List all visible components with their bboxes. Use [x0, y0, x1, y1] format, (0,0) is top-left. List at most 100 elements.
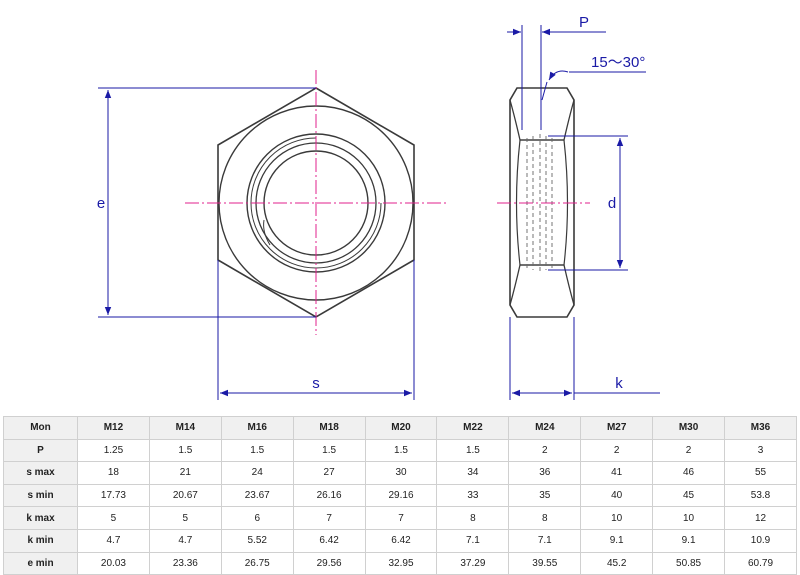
header-cell: M18 — [292, 416, 366, 440]
table-cell: 1.5 — [292, 438, 366, 463]
row-label-cell: k min — [3, 528, 78, 553]
table-cell: 20.67 — [148, 483, 222, 508]
table-cell: 40 — [580, 483, 654, 508]
side-outline — [509, 87, 575, 318]
d-label: d — [608, 195, 616, 212]
table-cell: 1.5 — [364, 438, 438, 463]
header-cell: M14 — [148, 416, 222, 440]
table-cell: 24 — [220, 461, 294, 485]
table-cell: 23.36 — [148, 551, 222, 575]
s-dimension: s — [217, 260, 415, 400]
header-cell: Mon — [3, 416, 78, 440]
table-cell: 7.1 — [436, 528, 510, 553]
row-label-cell: k max — [3, 506, 78, 530]
table-cell: 39.55 — [508, 551, 582, 575]
table-cell: 34 — [436, 461, 510, 485]
dimension-spec-table: Mon M12 M14 M16 M18 M20 M22 M24 M27 M30 … — [3, 416, 797, 575]
p-label: P — [579, 14, 589, 31]
table-cell: 7 — [364, 506, 438, 530]
table-cell: 1.5 — [436, 438, 510, 463]
table-cell: 29.56 — [292, 551, 366, 575]
table-cell: 17.73 — [77, 483, 150, 508]
table-cell: 1.5 — [220, 438, 294, 463]
angle-label: 15～30° — [591, 54, 645, 71]
table-cell: 45 — [652, 483, 726, 508]
table-cell: 26.16 — [292, 483, 366, 508]
angle-reference-line — [541, 81, 548, 101]
e-label: e — [97, 195, 105, 212]
table-cell: 6 — [220, 506, 294, 530]
table-cell: 6.42 — [292, 528, 366, 553]
table-cell: 7 — [292, 506, 366, 530]
thread-spiral-start — [263, 219, 271, 246]
header-cell: M16 — [220, 416, 294, 440]
side-bulge-left — [515, 139, 521, 266]
table-cell: 23.67 — [220, 483, 294, 508]
row-label-cell: P — [3, 438, 78, 463]
front-view — [185, 70, 448, 335]
p-dimension: P — [507, 14, 606, 130]
table-cell: 45.2 — [580, 551, 654, 575]
table-cell: 1.5 — [148, 438, 222, 463]
header-cell: M36 — [724, 416, 797, 440]
bottom-chamfer-curve — [509, 264, 575, 306]
angle-dimension: 15～30° — [541, 54, 646, 101]
table-cell: 4.7 — [148, 528, 222, 553]
header-cell: M20 — [364, 416, 438, 440]
side-view — [497, 87, 590, 318]
header-cell: M24 — [508, 416, 582, 440]
table-cell: 9.1 — [580, 528, 654, 553]
table-cell: 5 — [148, 506, 222, 530]
table-cell: 20.03 — [77, 551, 150, 575]
table-cell: 8 — [436, 506, 510, 530]
row-label-cell: e min — [3, 551, 78, 575]
table-cell: 2 — [652, 438, 726, 463]
header-cell: M30 — [652, 416, 726, 440]
table-cell: 10.9 — [724, 528, 797, 553]
table-cell: 10 — [652, 506, 726, 530]
table-cell: 27 — [292, 461, 366, 485]
table-cell: 30 — [364, 461, 438, 485]
row-label-cell: s max — [3, 461, 78, 485]
s-label: s — [312, 375, 320, 392]
k-label: k — [615, 375, 623, 392]
table-cell: 12 — [724, 506, 797, 530]
table-cell: 36 — [508, 461, 582, 485]
table-cell: 53.8 — [724, 483, 797, 508]
row-label-cell: s min — [3, 483, 78, 508]
table-cell: 33 — [436, 483, 510, 508]
table-cell: 4.7 — [77, 528, 150, 553]
table-cell: 21 — [148, 461, 222, 485]
table-cell: 9.1 — [652, 528, 726, 553]
table-cell: 37.29 — [436, 551, 510, 575]
table-header-row: Mon M12 M14 M16 M18 M20 M22 M24 M27 M30 … — [3, 416, 797, 440]
table-cell: 5.52 — [220, 528, 294, 553]
top-chamfer-curve — [509, 99, 575, 141]
table-cell: 18 — [77, 461, 150, 485]
table-cell: 6.42 — [364, 528, 438, 553]
e-dimension: e — [97, 87, 316, 318]
table-cell: 7.1 — [508, 528, 582, 553]
table-cell: 35 — [508, 483, 582, 508]
table-cell: 46 — [652, 461, 726, 485]
table-cell: 29.16 — [364, 483, 438, 508]
table-cell: 8 — [508, 506, 582, 530]
table-cell: 5 — [77, 506, 150, 530]
table-cell: 32.95 — [364, 551, 438, 575]
header-cell: M27 — [580, 416, 654, 440]
thread-spiral — [250, 137, 382, 269]
table-cell: 50.85 — [652, 551, 726, 575]
nut-technical-drawing: e s P 15～30° — [97, 14, 660, 400]
table-cell: 10 — [580, 506, 654, 530]
table-cell: 3 — [724, 438, 797, 463]
header-cell: M12 — [77, 416, 150, 440]
d-dimension: d — [548, 135, 628, 271]
table-cell: 1.25 — [77, 438, 150, 463]
